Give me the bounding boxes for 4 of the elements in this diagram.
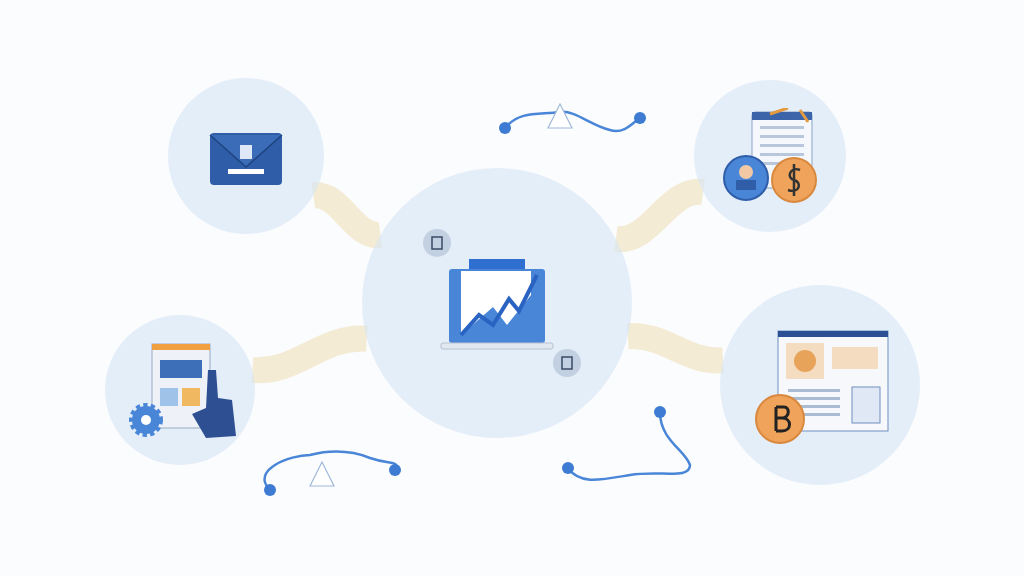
ribbon-connector — [615, 179, 704, 252]
ribbon-connector — [627, 323, 724, 374]
ribbon-connector — [313, 182, 381, 248]
ribbon-connector — [252, 325, 367, 384]
